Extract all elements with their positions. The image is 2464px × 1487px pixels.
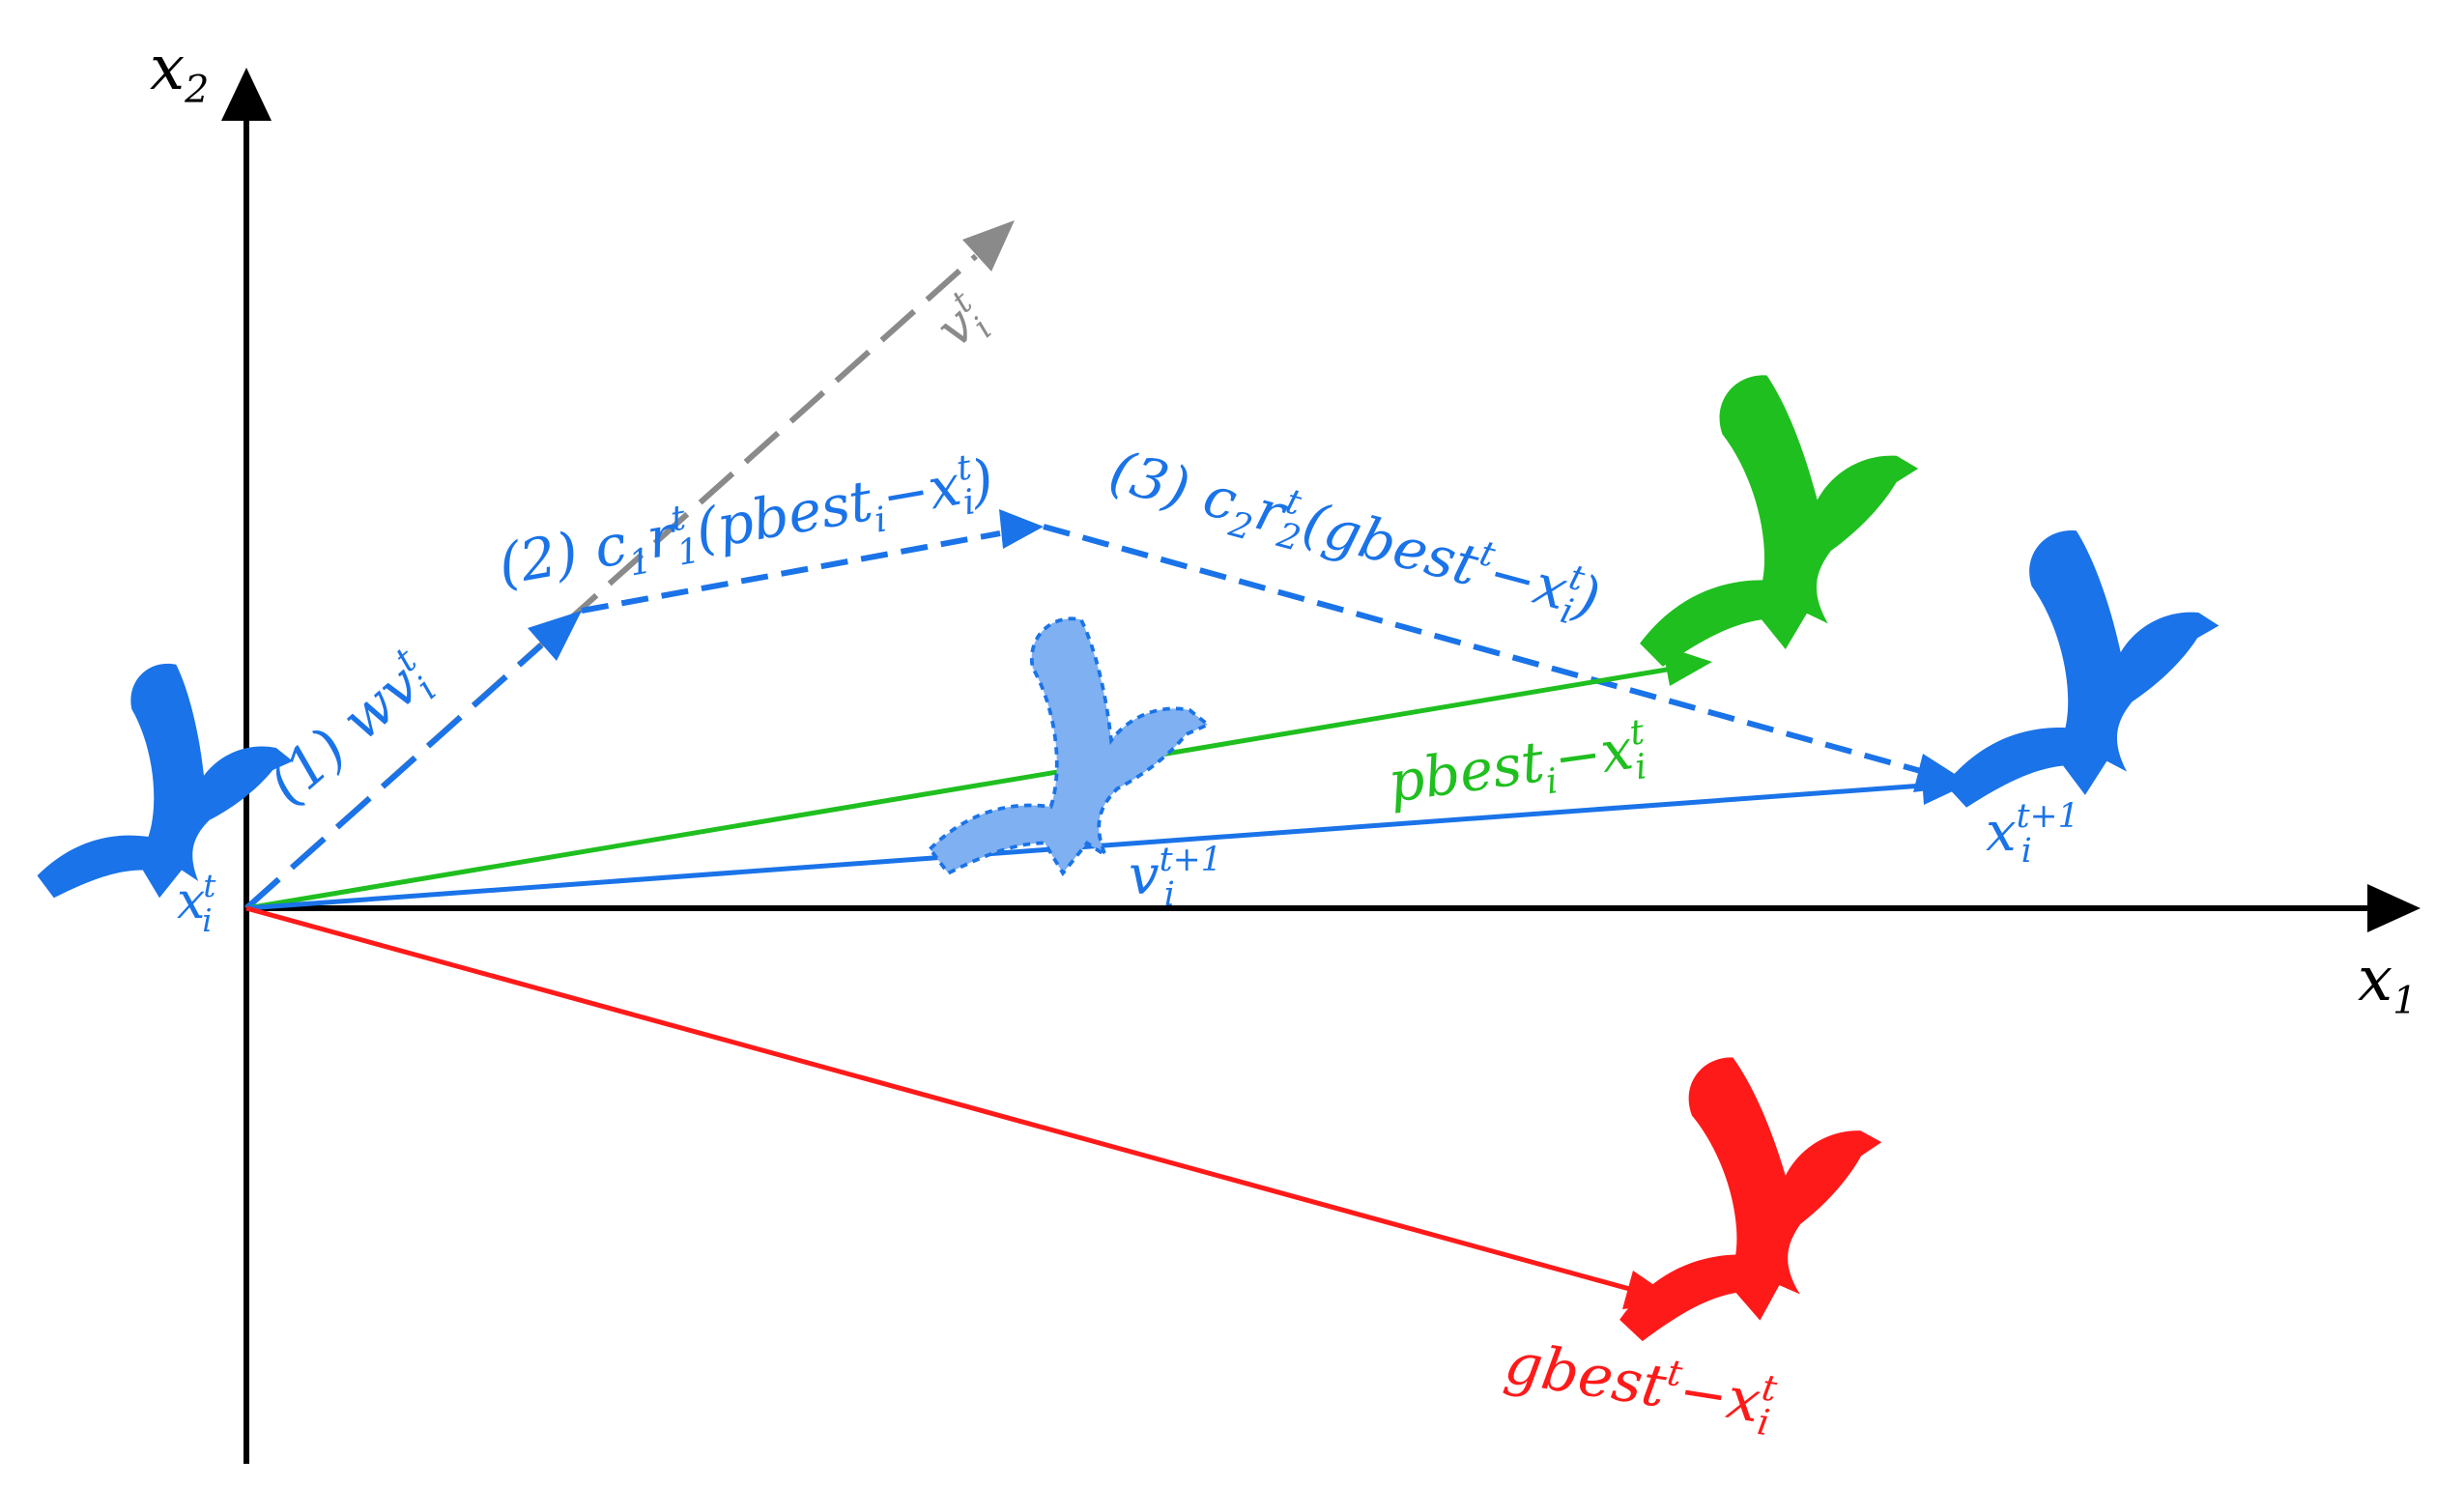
gbest-line xyxy=(245,905,1634,1293)
social-line xyxy=(1043,524,1929,776)
x2-axis-label: x2 xyxy=(150,33,209,112)
inertia-vector xyxy=(244,611,582,911)
bird-icon xyxy=(37,663,294,899)
inertia-arrowhead xyxy=(528,611,582,661)
inertia-label: (1) wvti xyxy=(254,641,447,822)
cognitive-label: (2) c1rt1(pbesti−xti) xyxy=(493,444,1000,607)
x2-axis-arrowhead xyxy=(221,68,272,121)
social-label: (3) c2rt2(gbestt−xti) xyxy=(1101,436,1607,640)
gbest-vector xyxy=(245,905,1679,1309)
x1-axis-arrowhead xyxy=(2367,884,2421,932)
new-velocity-line xyxy=(245,783,1924,911)
cognitive-arrowhead xyxy=(999,509,1044,549)
x1-axis-label: x1 xyxy=(2358,944,2417,1023)
cognitive-line xyxy=(581,530,1001,614)
bird-icon xyxy=(1605,355,1941,670)
velocity-arrowhead xyxy=(962,220,1015,272)
bird-icon xyxy=(1920,516,2236,810)
gbest-diff-label: gbestt−xti xyxy=(1500,1326,1780,1444)
cognitive-vector xyxy=(581,509,1044,614)
inertia-line xyxy=(244,643,543,911)
pbest-line xyxy=(245,667,1668,911)
bird-icon xyxy=(928,616,1210,875)
